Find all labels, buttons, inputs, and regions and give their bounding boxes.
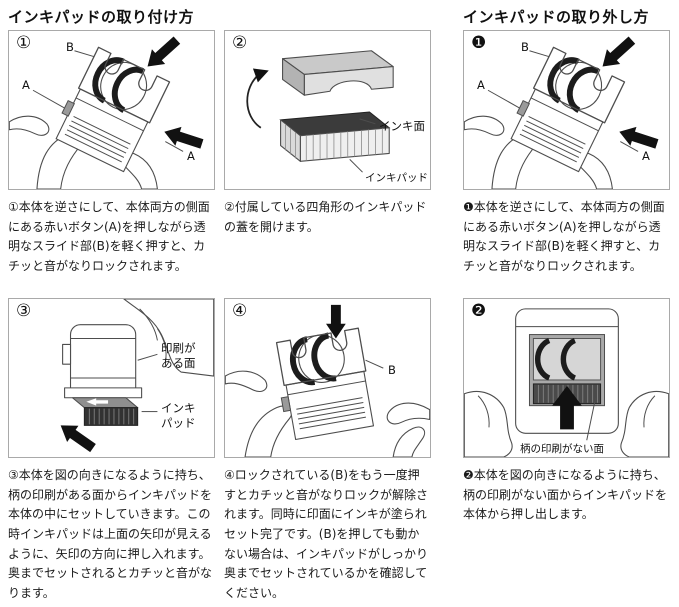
ink-pad <box>71 397 139 426</box>
label-a-left: A <box>22 78 30 92</box>
label-unprinted-side: 柄の印刷がない面 <box>520 443 604 455</box>
press-arrow-side <box>619 126 659 149</box>
label-a-right: A <box>187 149 195 163</box>
stamp-device <box>62 324 143 399</box>
attach-step4-figure: ④ B <box>224 298 431 458</box>
attach-step2-illustration <box>246 50 394 173</box>
label-printed-side: 印刷がある面 <box>161 341 196 370</box>
pad-direction-arrow <box>86 398 109 406</box>
slide-part-b <box>77 46 171 124</box>
detach-step-2: ❷ 柄の印刷がない面 ❷本体を図の向きになるように持ち、柄の印刷がない面からイン… <box>463 298 670 525</box>
hand-finger <box>9 115 50 136</box>
hand-finger <box>386 402 430 425</box>
label-ink-surface: インキ面 <box>379 119 425 133</box>
step-caption: ④ロックされている(B)をもう一度押すとカチッと音がなりロックが解除されます。同… <box>224 468 429 601</box>
step-number: ③ <box>16 301 32 321</box>
attach-step-1: ① B A A ①本体を逆さにして、本体両方の側面にある赤いボタン(A)を押しな… <box>8 30 215 277</box>
step-number: ① <box>16 33 32 53</box>
step-caption: ③本体を図の向きになるように持ち、柄の印刷がある面からインキパッドを本体の中にセ… <box>8 468 213 601</box>
slide-part-b <box>532 46 626 124</box>
step-caption: ❶本体を逆さにして、本体両方の側面にある赤いボタン(A)を押しながら透明なスライ… <box>463 200 665 274</box>
slide-part-b <box>275 327 367 387</box>
detach-step1-illustration <box>464 36 659 189</box>
attach-step1-figure: ① B A A <box>8 30 215 190</box>
ink-pad-tray <box>279 111 391 162</box>
detach-step1-figure: ❶ B A A <box>463 30 670 190</box>
attach-step1-illustration <box>9 36 204 189</box>
press-arrow-top <box>147 36 181 67</box>
step-number: ❷ <box>471 301 487 321</box>
hand-finger <box>392 426 426 457</box>
attach-title: インキパッドの取り付け方 <box>8 8 195 26</box>
attach-step3-illustration <box>60 299 214 453</box>
detach-step-1: ❶ B A A ❶本体を逆さにして、本体両方の側面にある赤いボタン(A)を押しな… <box>463 30 670 277</box>
attach-step4-illustration <box>225 304 430 457</box>
step-number: ❶ <box>471 33 487 53</box>
push-out-arrow <box>552 385 582 430</box>
label-a-right: A <box>642 149 650 163</box>
attach-step-4: ④ B ④ロックされている(B)をもう一度押すとカチッと音がなりロックが解除され… <box>224 298 431 604</box>
button-a <box>280 396 292 413</box>
detach-step2-figure: ❷ 柄の印刷がない面 <box>463 298 670 458</box>
step-caption: ①本体を逆さにして、本体両方の側面にある赤いボタン(A)を押しながら透明なスライ… <box>8 200 210 274</box>
button-a <box>61 99 75 117</box>
hand-thumb <box>244 405 293 457</box>
pad-lid <box>282 50 394 96</box>
detach-step2-illustration <box>464 308 669 457</box>
label-ink-pad: インキパッド <box>161 401 196 430</box>
attach-step-3: ③ 印刷がある面 インキパッド ③本体を図の向きになるように持ち、柄の印刷がある… <box>8 298 215 604</box>
step-caption: ❷本体を図の向きになるように持ち、柄の印刷がない面からインキパッドを本体から押し… <box>463 468 668 522</box>
stamp-device <box>55 46 171 173</box>
open-arrow-head <box>252 68 269 83</box>
hand-left <box>464 390 513 457</box>
step-caption: ②付属している四角形のインキパッドの蓋を開けます。 <box>224 200 427 234</box>
attach-step2-figure: ② インキ面 インキパッド <box>224 30 431 190</box>
hand-right <box>620 390 669 457</box>
press-arrow-top <box>602 36 636 67</box>
stamp-device <box>510 46 626 173</box>
button-a <box>516 99 530 117</box>
label-b: B <box>521 40 529 54</box>
label-b: B <box>388 363 396 377</box>
attach-step-2: ② インキ面 インキパッド ②付属している四角形のインキパッドの蓋を開けます。 <box>224 30 431 237</box>
label-ink-pad: インキパッド <box>365 172 428 184</box>
insert-arrow <box>60 425 96 453</box>
hand-finger <box>464 115 505 136</box>
open-arrow <box>246 73 262 129</box>
hand-finger <box>225 370 268 393</box>
label-a-left: A <box>477 78 485 92</box>
label-b: B <box>66 40 74 54</box>
attach-step3-figure: ③ 印刷がある面 インキパッド <box>8 298 215 458</box>
step-number: ② <box>232 33 248 53</box>
step-number: ④ <box>232 301 248 321</box>
detach-title: インキパッドの取り外し方 <box>463 8 650 26</box>
stamp-device <box>275 327 374 441</box>
press-arrow-side <box>164 126 204 149</box>
